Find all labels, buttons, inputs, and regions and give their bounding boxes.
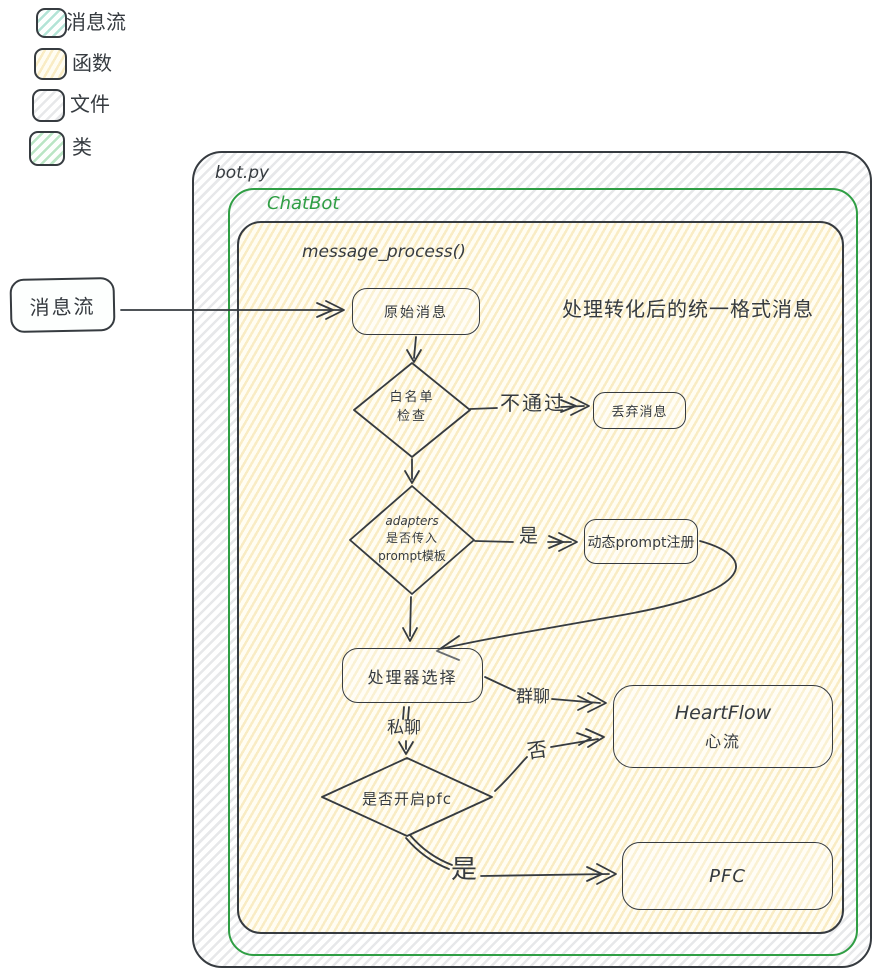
diamond-whitelist-line2: 检查 [396, 408, 427, 424]
edge-label-private-chat: 私聊 [387, 718, 421, 738]
diamond-whitelist-check-label: 白名单 检查 [354, 389, 470, 427]
diamond-adapters-check-label: adapters 是否传入 prompt模板 [350, 513, 474, 565]
node-discard-message-label: 丢弃消息 [611, 405, 668, 420]
edge-label-fail: 不通过 [500, 391, 566, 415]
diamond-adapters-line1: adapters [385, 514, 439, 528]
diamond-pfc-check-label: 是否开启pfc [361, 790, 453, 808]
legend-label-function: 函数 [72, 51, 112, 75]
legend-label-file: 文件 [70, 92, 110, 116]
node-pfc-label: PFC [709, 865, 746, 887]
edge-label-yes-pfc: 是 [451, 855, 478, 885]
node-heartflow-label-line1: HeartFlow [674, 701, 772, 724]
node-raw-message[interactable]: 原始消息 [352, 288, 480, 335]
node-heartflow-label-line2: 心流 [704, 731, 741, 751]
function-label: message_process() [302, 242, 466, 262]
legend-swatch-message-stream[interactable] [36, 8, 67, 38]
node-dynamic-prompt-register-label: 动态prompt注册 [587, 534, 695, 551]
node-pfc[interactable]: PFC [622, 842, 833, 910]
node-heartflow[interactable]: HeartFlow 心流 [613, 685, 833, 768]
legend-swatch-function[interactable] [34, 48, 67, 80]
node-discard-message[interactable]: 丢弃消息 [593, 392, 686, 429]
node-message-stream-source[interactable]: 消息流 [9, 276, 116, 334]
class-label: ChatBot [267, 193, 340, 214]
node-raw-message-label: 原始消息 [384, 304, 448, 321]
container-function-message-process[interactable] [237, 221, 844, 934]
diamond-whitelist-line1: 白名单 [389, 390, 435, 405]
legend-swatch-file[interactable] [32, 89, 65, 122]
container-class-chatbot[interactable] [228, 188, 858, 956]
annotation-unified-message: 处理转化后的统一格式消息 [562, 297, 814, 321]
edge-label-no-pfc: 否 [525, 736, 549, 764]
node-processor-select[interactable]: 处理器选择 [342, 648, 483, 703]
legend-label-message-stream: 消息流 [66, 10, 126, 34]
diamond-adapters-line2: 是否传入 [385, 531, 438, 546]
legend-swatch-class[interactable] [29, 131, 65, 166]
legend-label-class: 类 [72, 135, 92, 159]
node-processor-select-label: 处理器选择 [367, 667, 458, 687]
file-label: bot.py [215, 163, 270, 183]
edge-label-yes-prompt: 是 [519, 525, 539, 547]
diamond-adapters-line3: prompt模板 [378, 548, 446, 563]
node-dynamic-prompt-register[interactable]: 动态prompt注册 [584, 519, 698, 564]
edge-label-group-chat: 群聊 [516, 687, 550, 707]
node-message-stream-source-label: 消息流 [29, 293, 96, 320]
